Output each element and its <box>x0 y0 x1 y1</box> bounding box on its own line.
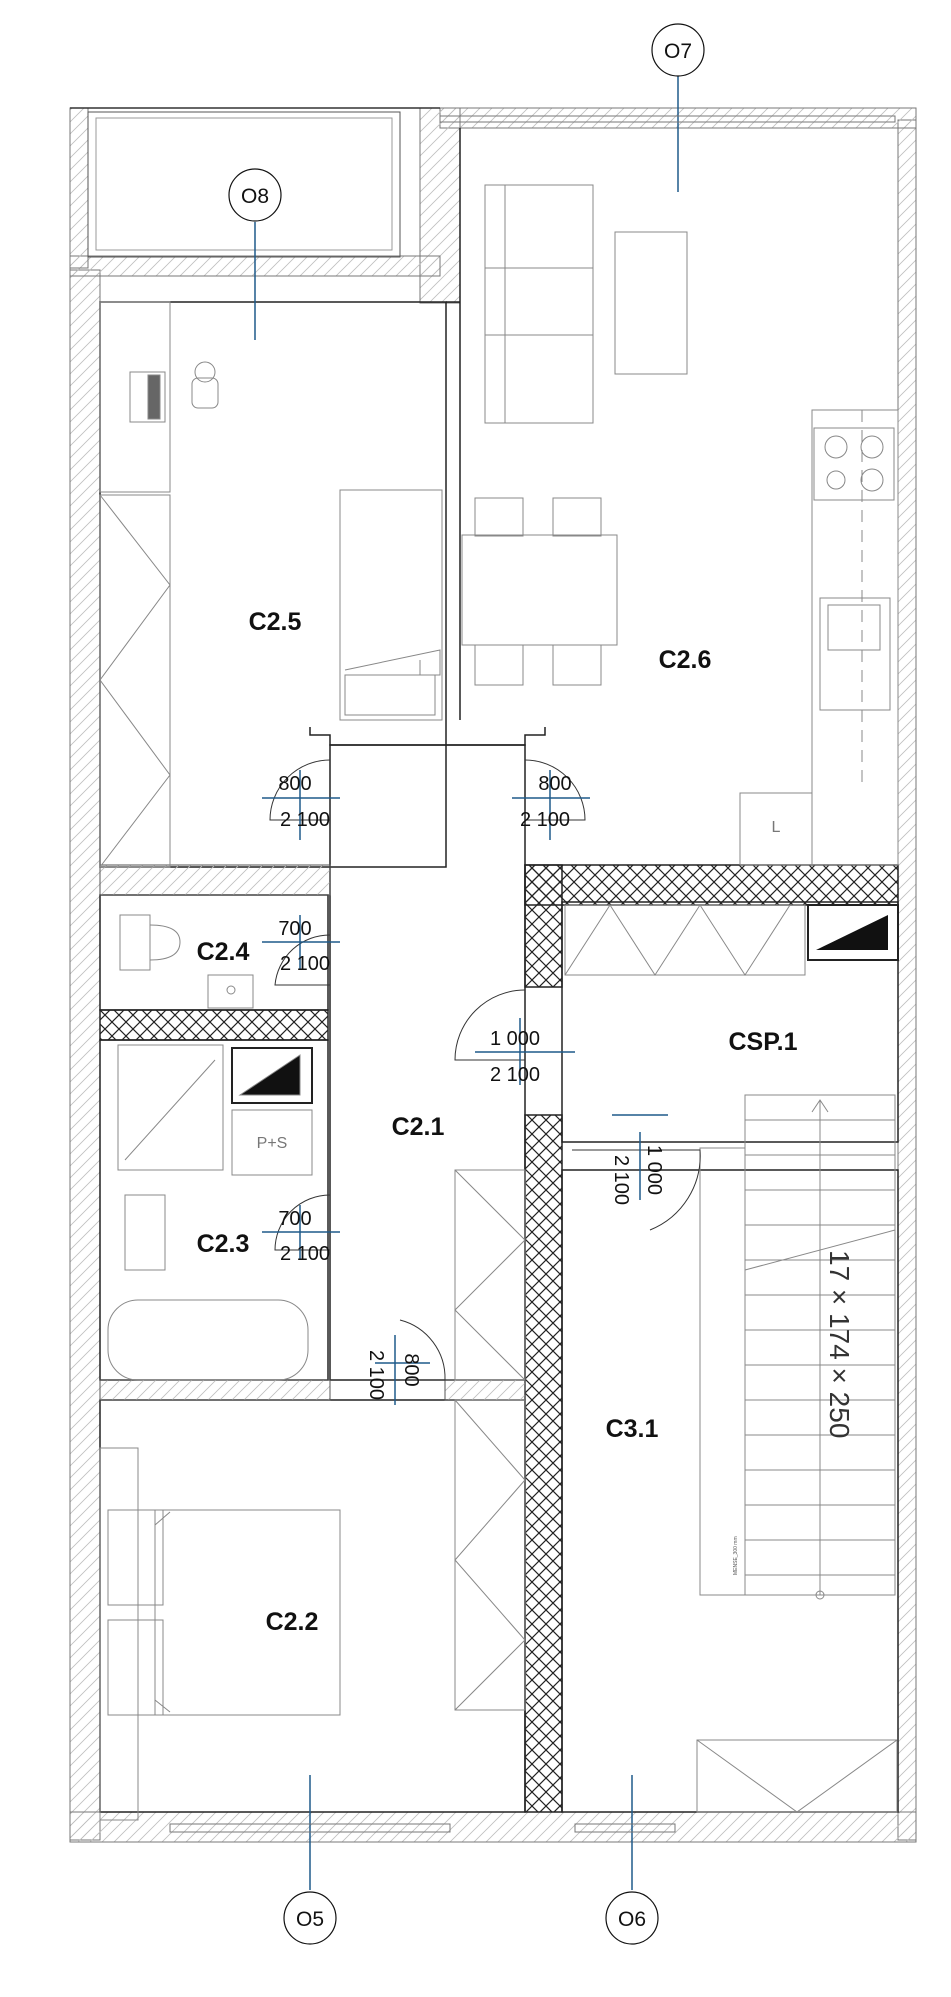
room-label-c23: C2.3 <box>197 1230 250 1258</box>
svg-text:700: 700 <box>278 918 311 940</box>
svg-text:O5: O5 <box>296 1908 324 1931</box>
svg-text:800: 800 <box>538 773 571 795</box>
svg-text:1 000: 1 000 <box>643 1145 665 1195</box>
door-dim-c25: 800 2 100 <box>278 773 330 831</box>
shaft <box>807 904 899 961</box>
csp-wardrobe <box>564 904 806 976</box>
room-label-csp1: CSP.1 <box>728 1028 797 1056</box>
c25-furniture <box>99 301 443 868</box>
room-label-c31: C3.1 <box>606 1415 659 1443</box>
exterior-walls <box>69 107 917 1843</box>
room-label-c22: C2.2 <box>266 1608 319 1636</box>
opening-leaders <box>254 75 679 1890</box>
room-labels: C2.5 C2.6 C2.4 C2.3 C2.1 C2.2 CSP.1 C3.1 <box>197 608 798 1636</box>
svg-text:800: 800 <box>400 1353 422 1386</box>
door-dim-c31: 1 000 2 100 <box>610 1145 665 1205</box>
door-dim-c26: 800 2 100 <box>520 773 572 831</box>
room-label-c24: C2.4 <box>197 938 250 966</box>
svg-text:2 100: 2 100 <box>610 1155 632 1205</box>
windows <box>169 115 896 1833</box>
svg-text:O7: O7 <box>664 40 692 63</box>
svg-text:2 100: 2 100 <box>520 809 570 831</box>
door-dimensions: 800 2 100 800 2 100 700 2 100 700 2 100 … <box>278 773 665 1400</box>
door-dim-csp1: 1 000 2 100 <box>490 1028 540 1086</box>
interior-outline <box>99 128 899 1813</box>
opening-tag-o7: O7 <box>651 23 705 77</box>
stair-spec: 17 × 174 × 250 <box>824 1250 855 1438</box>
stair-note: MENSE_300 mm <box>733 1536 739 1575</box>
svg-text:2 100: 2 100 <box>365 1350 387 1400</box>
room-label-c25: C2.5 <box>249 608 302 636</box>
c26-furniture <box>461 184 899 866</box>
structural-walls <box>99 864 899 1813</box>
opening-tags: O7 O8 O5 O6 <box>228 23 705 1945</box>
c24-fixtures <box>119 914 254 1009</box>
door-dim-c23: 700 2 100 <box>278 1208 330 1265</box>
svg-text:2 100: 2 100 <box>280 809 330 831</box>
opening-tag-o6: O6 <box>605 1891 659 1945</box>
svg-text:700: 700 <box>278 1208 311 1230</box>
opening-tag-o5: O5 <box>283 1891 337 1945</box>
svg-text:800: 800 <box>278 773 311 795</box>
room-label-c26: C2.6 <box>659 646 712 674</box>
room-label-c21: C2.1 <box>392 1113 445 1141</box>
door-dim-c22: 800 2 100 <box>365 1350 422 1400</box>
corridor-wardrobes <box>454 1169 526 1711</box>
opening-tag-o8: O8 <box>228 168 282 222</box>
svg-text:2 100: 2 100 <box>280 1243 330 1265</box>
balcony <box>70 107 440 258</box>
fridge-label: L <box>772 819 781 836</box>
svg-text:2 100: 2 100 <box>280 953 330 975</box>
svg-text:O6: O6 <box>618 1908 646 1931</box>
svg-text:2 100: 2 100 <box>490 1064 540 1086</box>
c22-furniture <box>99 1447 341 1821</box>
svg-text:O8: O8 <box>241 185 269 208</box>
door-dim-c24: 700 2 100 <box>278 918 330 975</box>
stair <box>696 1094 898 1813</box>
svg-text:1 000: 1 000 <box>490 1028 540 1050</box>
door-swings <box>269 759 701 1381</box>
washer-dryer-label: P+S <box>257 1135 288 1152</box>
c23-fixtures <box>107 1044 313 1381</box>
